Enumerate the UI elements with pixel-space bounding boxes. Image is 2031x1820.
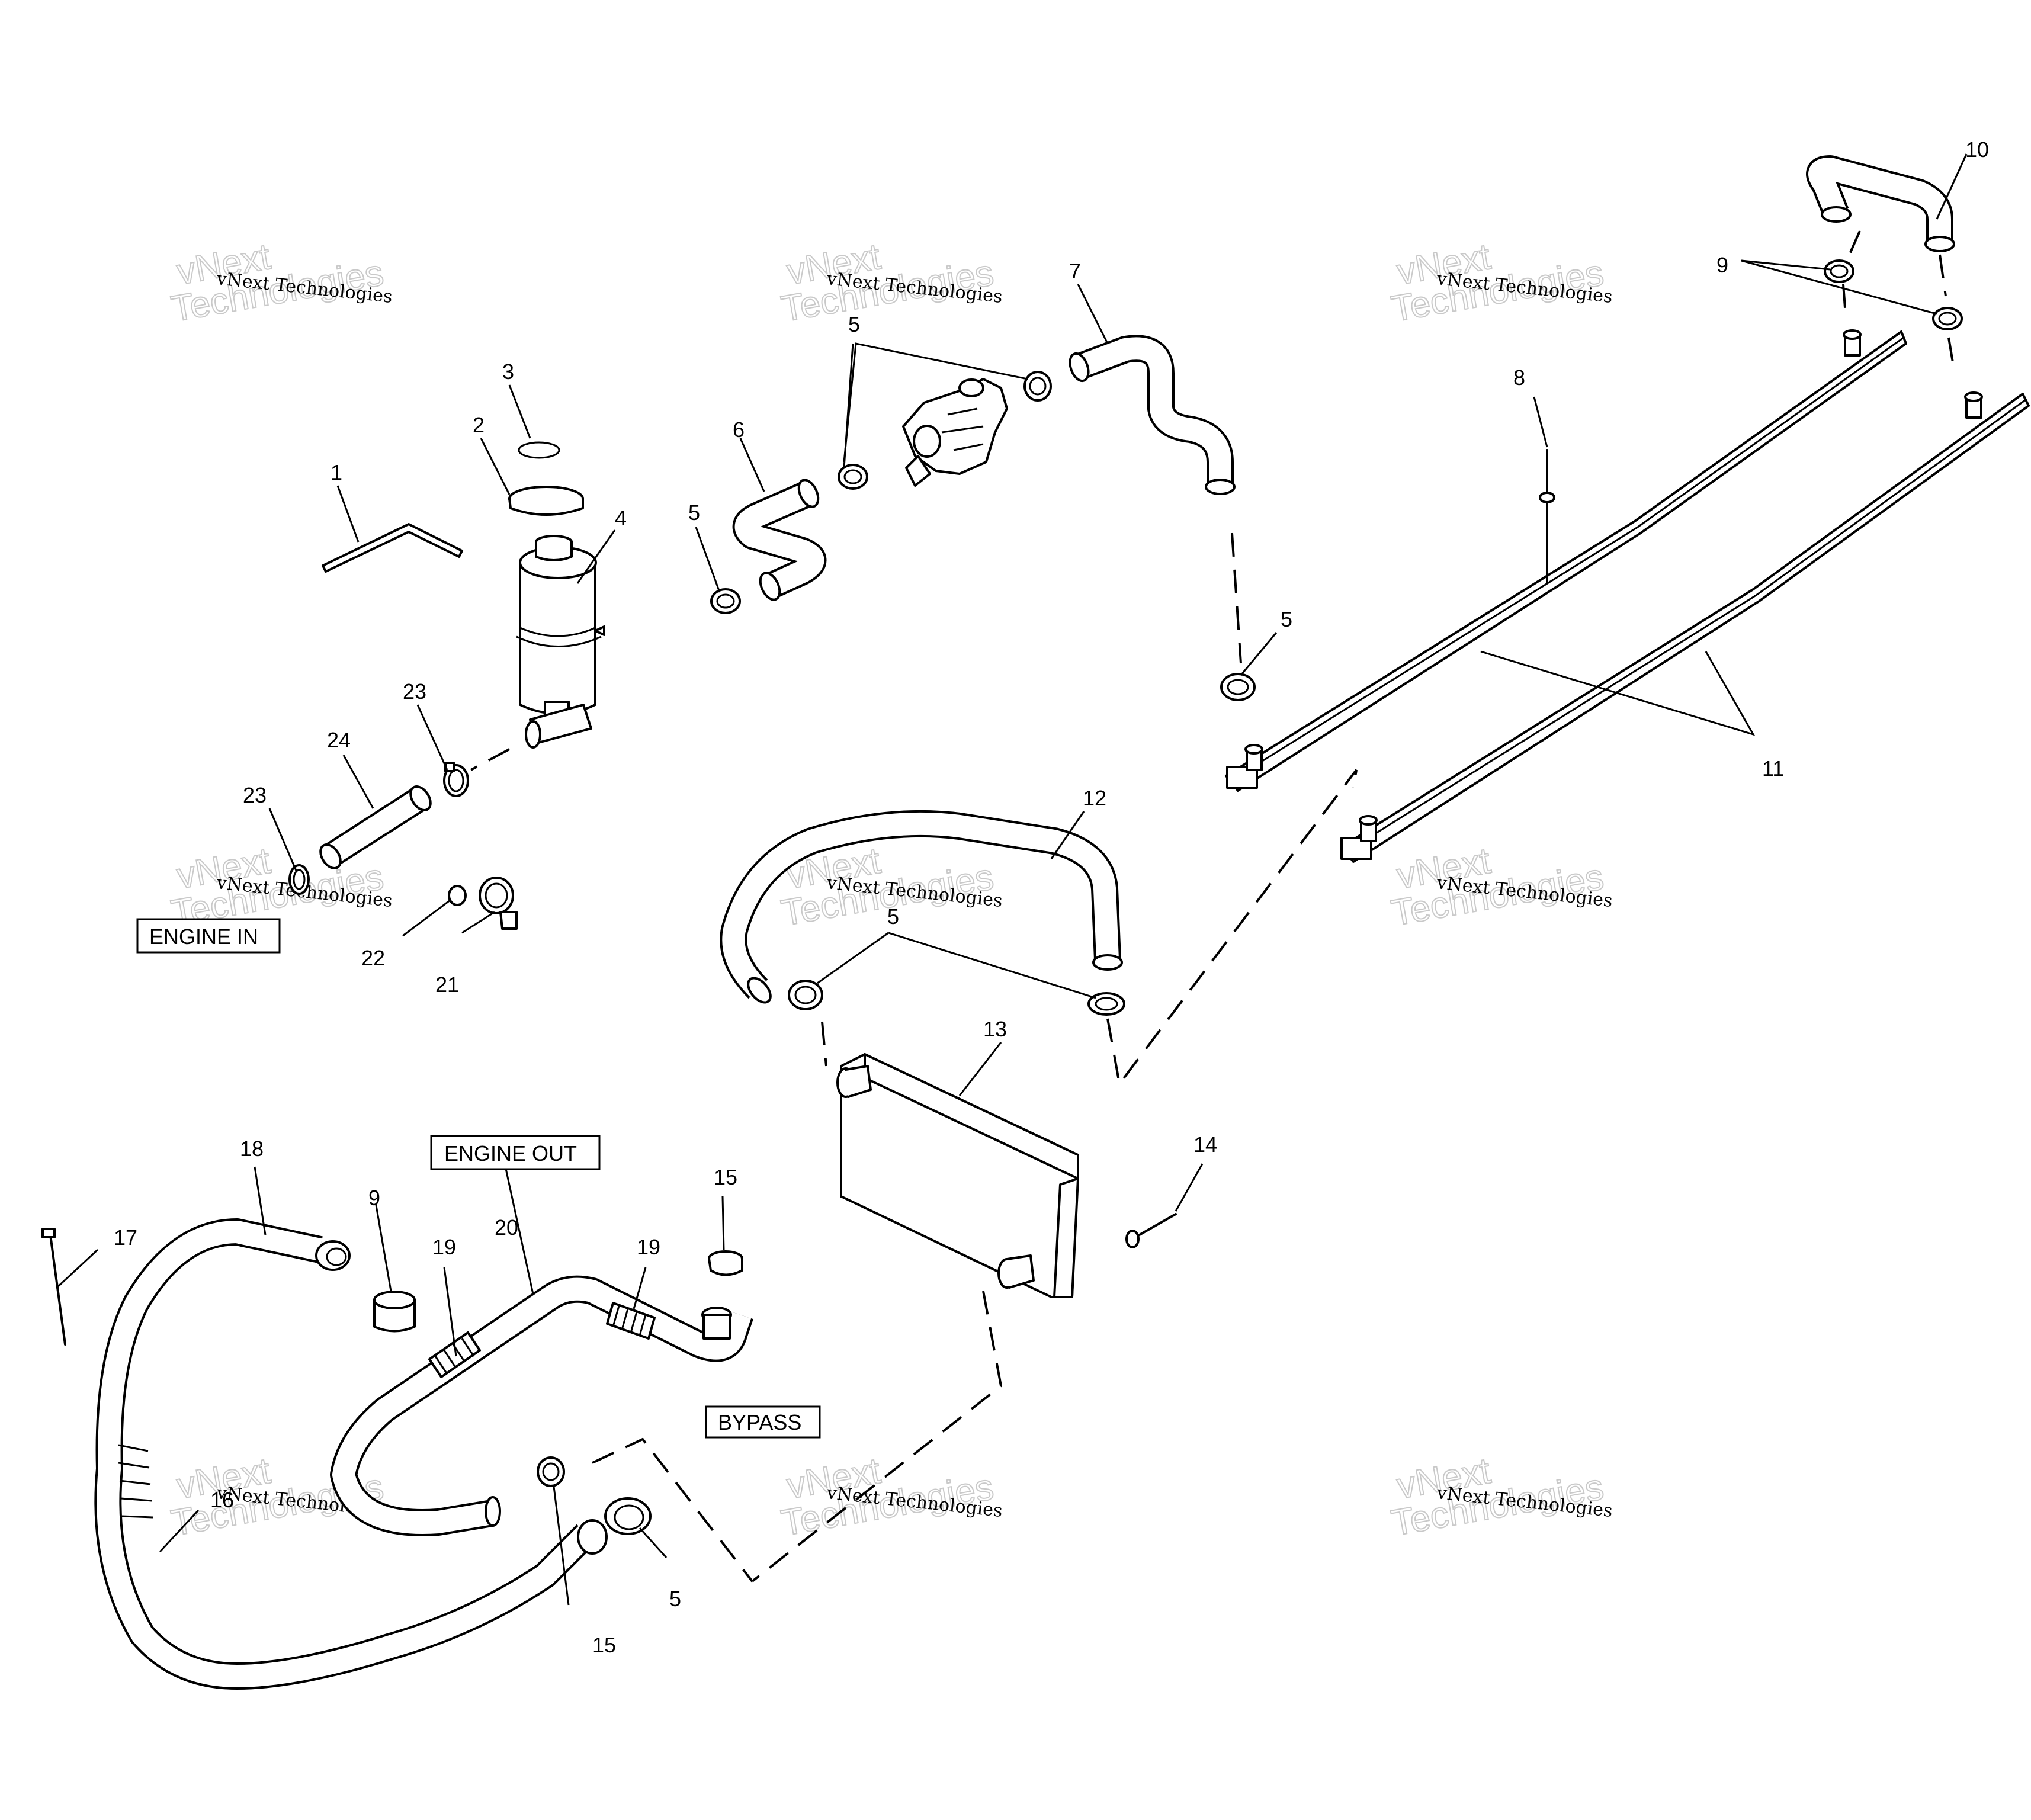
callout-numbers: 1 2 3 4 5 5 5 5 5 6 7 8 9 9 10 11 12 13 … [114,137,1989,1657]
part-8-bolt [1539,449,1555,583]
callout-8: 8 [1513,365,1525,390]
connection-line [1106,769,1358,1087]
callout-16: 16 [210,1488,234,1512]
part-15-clamp [537,1456,565,1487]
callout-21: 21 [435,972,459,997]
callout-17: 17 [114,1225,137,1250]
callout-1: 1 [331,460,342,484]
part-4-reservoir-tank [516,535,605,749]
connection-line [1939,254,1947,297]
watermarks: vNext Technologies vNext Technologies vN… [168,236,1613,1545]
callout-19-right: 19 [637,1235,660,1259]
bypass-label: BYPASS [705,1405,821,1439]
connection-line [470,748,510,771]
callout-5-middle: 5 [887,904,899,929]
part-15-clamp [708,1250,743,1276]
callout-23-upper: 23 [403,679,426,704]
callout-20: 20 [495,1215,518,1240]
callout-13: 13 [983,1017,1007,1041]
callout-3: 3 [502,359,514,384]
callout-6: 6 [733,418,745,442]
part-17-tie-strap [41,1228,66,1346]
part-5-clamp [1087,992,1125,1016]
callout-14: 14 [1193,1132,1217,1157]
part-2-cap [508,486,584,516]
part-23-upper-clamp [443,762,469,797]
connection-line [1947,337,1956,374]
callout-15-bottom: 15 [592,1633,616,1657]
callout-9-bottom: 9 [368,1186,380,1210]
bypass-text: BYPASS [718,1410,801,1434]
connection-line [1231,532,1242,664]
part-19-spring [428,1331,481,1378]
part-16-18-main-hose [94,1218,608,1690]
leader-lines [55,153,1968,1606]
callout-19-left: 19 [432,1235,456,1259]
connection-line [1846,230,1861,261]
part-5-clamp [1023,371,1052,402]
engine-out-text: ENGINE OUT [444,1141,577,1166]
part-5-clamp [604,1497,652,1535]
callout-24: 24 [327,728,351,752]
part-1-rod [322,523,463,573]
part-22-washer [448,885,467,906]
callout-18: 18 [240,1137,264,1161]
part-14-screw [1125,1213,1177,1248]
engine-out-label: ENGINE OUT [430,1135,601,1170]
callout-23-lower: 23 [243,783,267,807]
engine-in-label: ENGINE IN [136,918,281,954]
callout-5-left: 5 [688,500,700,525]
part-6-hose [732,479,826,601]
callout-4: 4 [615,506,627,530]
part-24-hose [319,785,432,869]
part-19-spring [606,1302,656,1340]
part-9-clamp [1932,307,1963,330]
part-7-hose [1069,335,1236,495]
part-11-heat-exchanger-rail [1340,391,2030,863]
part-3-o-ring [518,441,560,459]
callout-12: 12 [1083,786,1106,810]
part-23-lower-clamp [288,864,310,895]
callout-22: 22 [361,946,385,970]
part-5-clamp [788,980,823,1010]
callout-11: 11 [1762,756,1784,781]
callout-5-right: 5 [1281,607,1292,631]
callout-5-top: 5 [848,312,860,336]
part-20-bypass-tube [330,1275,753,1536]
part-11-heat-exchanger-rail [1225,329,1907,792]
part-9-clamp [1824,259,1854,283]
engine-in-text: ENGINE IN [149,925,258,949]
callout-2: 2 [473,413,485,437]
water-pump-housing [902,378,1008,487]
callout-10: 10 [1965,137,1989,162]
callout-15-top: 15 [714,1165,737,1189]
callout-9-top: 9 [1716,253,1728,277]
connection-line [592,1437,753,1583]
callout-7: 7 [1069,259,1081,283]
part-21-bracket [479,877,518,930]
connection-line [821,1021,827,1067]
part-12-hose [720,810,1123,1004]
part-9-clamp [373,1291,416,1333]
part-10-hose [1806,155,1955,252]
connection-line [751,1291,1003,1583]
part-5-clamp [1220,673,1256,701]
part-5-clamp [838,464,868,490]
callout-5-bottom: 5 [669,1587,681,1611]
part-13-heat-exchanger [836,1053,1079,1298]
part-5-clamp [710,588,741,614]
